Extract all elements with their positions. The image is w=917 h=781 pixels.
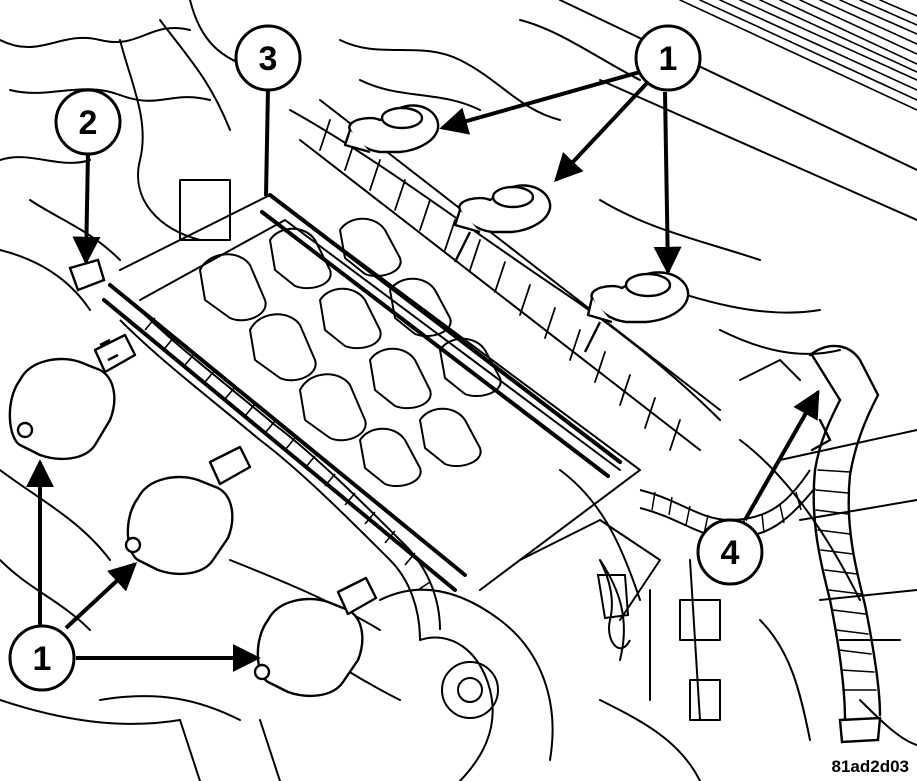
ignition-coil-upper-1	[343, 104, 440, 154]
callout-vent-hose-label: 4	[721, 534, 740, 572]
ignition-coil-upper-2	[453, 184, 552, 263]
fuel-rail	[102, 193, 622, 592]
ignition-coil-upper-3	[583, 271, 690, 353]
callout-coil-top-label: 1	[659, 40, 678, 78]
callout-fuel-rail: 3	[234, 24, 302, 92]
fuel-rail-clip	[68, 258, 106, 292]
ignition-coil-lower-2	[124, 445, 252, 576]
callout-fuel-rail-label: 3	[259, 40, 278, 78]
callout-coil-bottom-left: 1	[8, 624, 76, 692]
callout-fuel-rail-clip: 2	[54, 88, 122, 156]
callout-coil-top: 1	[634, 24, 702, 92]
vent-hose	[808, 344, 882, 744]
callout-vent-hose: 4	[696, 518, 764, 586]
ignition-coil-lower-1	[8, 333, 137, 461]
figure-id: 81ad2d03	[831, 757, 910, 776]
wiring-harness	[119, 304, 441, 641]
callout-coil-bottom-left-label: 1	[33, 640, 52, 678]
leader-arrows	[26, 70, 820, 672]
callout-fuel-rail-clip-label: 2	[79, 104, 98, 142]
